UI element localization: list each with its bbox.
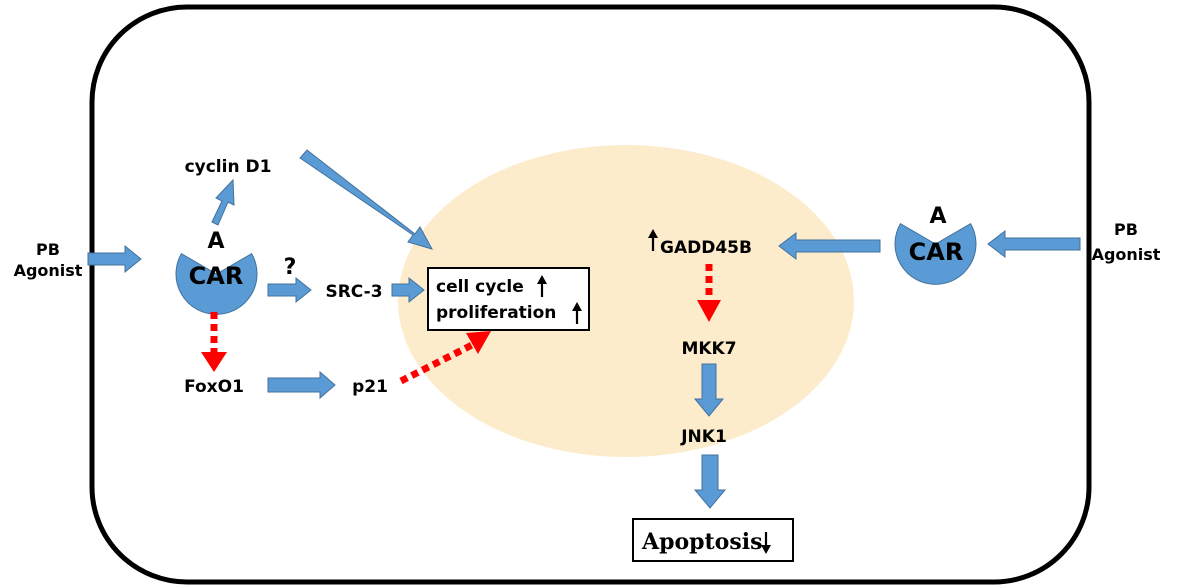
arrow-car-to-src3 bbox=[267, 276, 312, 304]
car-receptor-right bbox=[894, 223, 977, 285]
pb-agonist-left-line1: PB bbox=[36, 240, 60, 259]
arrow-mkk7-to-jnk1 bbox=[693, 363, 725, 417]
src3-label: SRC-3 bbox=[325, 282, 382, 302]
nucleus bbox=[398, 145, 854, 457]
car-label-right: CAR bbox=[909, 238, 964, 266]
apoptosis-label: Apoptosis bbox=[641, 529, 762, 555]
unknown-mechanism-mark: ? bbox=[284, 255, 297, 280]
arrow-src3-to-cellcycle bbox=[391, 276, 425, 304]
up-arrow-icon bbox=[648, 229, 658, 251]
p21-label: p21 bbox=[352, 377, 388, 397]
arrow-cyclin-to-cellcycle bbox=[299, 149, 434, 250]
inhibit-gadd45b-to-mkk7-head bbox=[697, 300, 721, 322]
car-label-left: CAR bbox=[189, 262, 244, 290]
mkk7-label: MKK7 bbox=[681, 339, 736, 359]
inhibit-car-to-foxo1-head bbox=[201, 352, 227, 372]
arrow-jnk1-to-apoptosis bbox=[693, 454, 727, 509]
cell-cycle-label: cell cycle bbox=[436, 277, 524, 297]
arrow-car-to-gadd45b bbox=[778, 231, 881, 261]
pb-agonist-right-line1: PB bbox=[1114, 220, 1138, 239]
down-arrow-icon bbox=[761, 532, 771, 554]
up-arrow-icon bbox=[537, 275, 547, 297]
foxo1-label: FoxO1 bbox=[184, 377, 244, 397]
car-ligand-letter-left: A bbox=[207, 229, 224, 254]
arrow-pb-to-car-left bbox=[87, 244, 142, 274]
proliferation-label: proliferation bbox=[436, 303, 556, 323]
arrow-foxo1-to-p21 bbox=[267, 370, 336, 400]
cyclin-d1-label: cyclin D1 bbox=[185, 157, 272, 177]
gadd45b-label: GADD45B bbox=[660, 238, 752, 258]
inhibit-p21-to-cellcycle-head bbox=[466, 331, 491, 354]
cell-cycle-box bbox=[427, 267, 590, 331]
jnk1-label: JNK1 bbox=[680, 427, 727, 447]
arrow-pb-to-car-right bbox=[987, 229, 1081, 259]
pb-agonist-left-line2: Agonist bbox=[14, 261, 83, 280]
inhibit-p21-to-cellcycle bbox=[399, 340, 476, 385]
pb-agonist-right-line2: Agonist bbox=[1092, 245, 1161, 264]
up-arrow-icon bbox=[572, 302, 582, 324]
arrow-car-to-cyclin bbox=[211, 178, 235, 226]
car-ligand-letter-right: A bbox=[929, 204, 946, 229]
